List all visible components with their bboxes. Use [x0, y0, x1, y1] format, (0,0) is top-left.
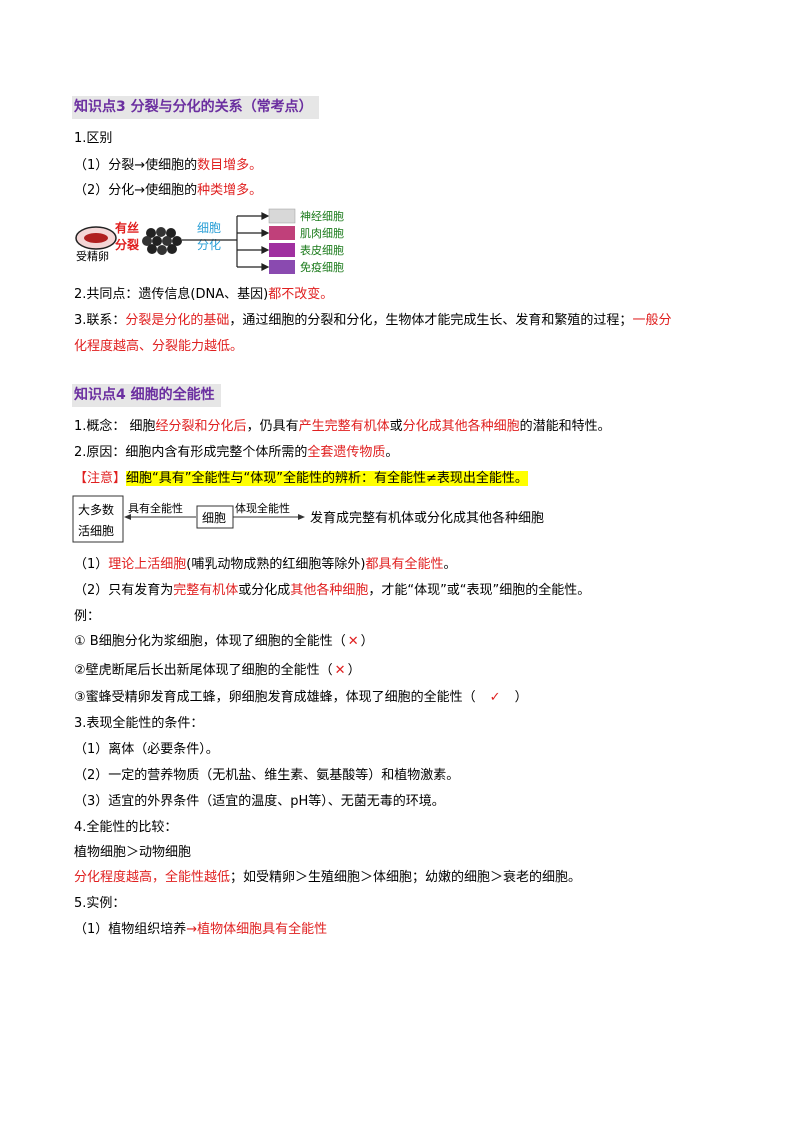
- differentiation-label-1: 细胞: [197, 221, 221, 235]
- text: 1.概念： 细胞: [74, 419, 156, 434]
- condition-1: （1）离体（必要条件）。: [74, 742, 219, 757]
- text: 。: [443, 557, 457, 572]
- diff-line-1: （1）分裂→使细胞的数目增多。: [74, 158, 262, 174]
- text: ）: [360, 634, 374, 649]
- text: 或: [389, 419, 403, 434]
- text: ②壁虎断尾后长出新尾体现了细胞的全能性（: [74, 663, 333, 678]
- text: （2）分化→使细胞的: [74, 183, 198, 198]
- text: （1）植物组织培养: [74, 922, 187, 937]
- cell-type-label: 免疫细胞: [300, 260, 344, 274]
- text: 2.共同点：遗传信息(DNA、基因): [74, 287, 269, 302]
- totipotency-flow-diagram: 大多数 活细胞 具有全能性 细胞 体现全能性 发育成完整有机体或分化成其他各种细…: [72, 495, 544, 543]
- mitosis-label-2: 分裂: [115, 237, 139, 252]
- text: （2）只有发育为: [74, 583, 174, 598]
- comparison-title: 4.全能性的比较：: [74, 820, 178, 835]
- condition-2: （2）一定的营养物质（无机盐、维生素、氨基酸等）和植物激素。: [74, 768, 460, 783]
- relation-line-1: 3.联系：分裂是分化的基础，通过细胞的分裂和分化，生物体才能完成生长、发育和繁殖…: [74, 313, 671, 329]
- cells-box-line2: 活细胞: [78, 524, 114, 538]
- instance-title: 5.实例：: [74, 896, 126, 911]
- text: ③蜜蜂受精卵发育成工蜂，卵细胞发育成雄蜂，体现了细胞的全能性（: [74, 690, 476, 705]
- muscle-image-icon: [269, 226, 295, 240]
- note-tag: 【注意】: [74, 471, 127, 486]
- arrow-right-head: [298, 514, 305, 520]
- red-text: 产生完整有机体: [298, 419, 390, 434]
- note-text: 细胞“具有”全能性与“体现”全能性的辨析：有全能性≠表现出全能性。: [126, 471, 528, 486]
- text: ，才能“体现”或“表现”细胞的全能性。: [368, 583, 591, 598]
- cross-mark-icon: ✕: [347, 634, 359, 649]
- text: ，通过细胞的分裂和分化，生物体才能完成生长、发育和繁殖的过程；: [229, 313, 633, 328]
- cells-box: [72, 495, 124, 543]
- text: ）: [514, 690, 528, 705]
- has-totipotency-label: 具有全能性: [128, 501, 183, 515]
- example-3: ③蜜蜂受精卵发育成工蜂，卵细胞发育成雄蜂，体现了细胞的全能性（ ✓ ）: [74, 690, 528, 706]
- red-text: 经分裂和分化后: [155, 419, 247, 434]
- example-title: 例：: [74, 609, 101, 624]
- egg-label: 受精卵: [76, 250, 109, 263]
- condition-3: （3）适宜的外界条件（适宜的温度、pH等）、无菌无毒的环境。: [74, 794, 445, 809]
- note-line: 【注意】细胞“具有”全能性与“体现”全能性的辨析：有全能性≠表现出全能性。: [74, 471, 528, 487]
- epidermis-image-icon: [269, 243, 295, 257]
- condition-title: 3.表现全能性的条件：: [74, 716, 204, 731]
- cell-box-label: 细胞: [202, 511, 226, 525]
- red-text: 分化成其他各种细胞: [402, 419, 520, 434]
- red-text: 完整有机体: [173, 583, 239, 598]
- red-text: 数目增多。: [197, 158, 263, 173]
- cell-type-label: 表皮细胞: [300, 243, 344, 257]
- text: 3.联系：: [74, 313, 126, 328]
- red-text: 理论上活细胞: [108, 557, 187, 572]
- section-4-heading: 知识点4 细胞的全能性: [72, 384, 221, 407]
- cells-box-line1: 大多数: [78, 502, 114, 517]
- point-2: （2）只有发育为完整有机体或分化成其他各种细胞，才能“体现”或“表现”细胞的全能…: [74, 583, 590, 599]
- neuron-image-icon: [268, 208, 296, 224]
- cell-type-label: 肌肉细胞: [300, 227, 344, 240]
- text: （1）分裂→使细胞的: [74, 158, 198, 173]
- mitosis-label-1: 有丝: [115, 220, 139, 235]
- text: 或分化成: [238, 583, 291, 598]
- branch-arrows: [237, 212, 270, 271]
- diff-line-2: （2）分化→使细胞的种类增多。: [74, 183, 262, 199]
- text: （1）: [74, 557, 109, 572]
- differentiation-label-2: 分化: [197, 238, 221, 252]
- text: 。: [385, 445, 399, 460]
- example-1: ① B细胞分化为浆细胞，体现了细胞的全能性（✕）: [74, 634, 374, 650]
- red-text: 都具有全能性: [365, 557, 444, 572]
- text: ）: [347, 663, 361, 678]
- comparison-line: 植物细胞＞动物细胞: [74, 845, 192, 860]
- cell-cluster-icon: [142, 227, 182, 255]
- diff-title: 1.区别: [74, 131, 113, 146]
- instance-1: （1）植物组织培养→植物体细胞具有全能性: [74, 922, 327, 938]
- text: (哺乳动物成熟的红细胞等除外): [186, 557, 366, 572]
- text: ① B细胞分化为浆细胞，体现了细胞的全能性（: [74, 634, 346, 649]
- red-text: 全套遗传物质: [307, 445, 386, 460]
- concept-line: 1.概念： 细胞经分裂和分化后，仍具有产生完整有机体或分化成其他各种细胞的潜能和…: [74, 419, 611, 435]
- section-3-heading: 知识点3 分裂与分化的关系（常考点）: [72, 96, 319, 119]
- relation-line-2: 化程度越高、分裂能力越低。: [74, 339, 244, 354]
- red-text: →植物体细胞具有全能性: [186, 922, 328, 937]
- immune-image-icon: [269, 260, 295, 274]
- text: 的潜能和特性。: [519, 419, 611, 434]
- express-totipotency-label: 体现全能性: [235, 501, 290, 515]
- text: 2.原因：细胞内含有形成完整个体所需的: [74, 445, 308, 460]
- red-text: 种类增多。: [197, 183, 263, 198]
- text: ；如受精卵＞生殖细胞＞体细胞；幼嫩的细胞＞衰老的细胞。: [230, 870, 582, 885]
- differentiation-diagram: 受精卵 有丝 分裂 细胞 分化 神经细胞 肌肉细胞 表皮细胞 免疫细胞: [75, 208, 344, 274]
- red-text: 分裂是分化的基础: [125, 313, 230, 328]
- common-point: 2.共同点：遗传信息(DNA、基因)都不改变。: [74, 287, 333, 303]
- red-text: 一般分: [632, 313, 672, 328]
- point-1: （1）理论上活细胞(哺乳动物成熟的红细胞等除外)都具有全能性。: [74, 557, 456, 573]
- arrow-left-head: [124, 514, 131, 520]
- cross-mark-icon: ✕: [334, 663, 346, 678]
- red-text: 分化程度越高，全能性越低: [74, 870, 231, 885]
- text: ，仍具有: [246, 419, 299, 434]
- reason-line: 2.原因：细胞内含有形成完整个体所需的全套遗传物质。: [74, 445, 398, 461]
- cell-type-label: 神经细胞: [300, 209, 344, 223]
- red-text: 其他各种细胞: [290, 583, 369, 598]
- egg-nucleus-icon: [84, 233, 108, 243]
- flow-result-label: 发育成完整有机体或分化成其他各种细胞: [310, 510, 544, 526]
- check-mark-icon: ✓: [489, 690, 501, 705]
- example-2: ②壁虎断尾后长出新尾体现了细胞的全能性（✕）: [74, 663, 361, 679]
- comparison-detail: 分化程度越高，全能性越低；如受精卵＞生殖细胞＞体细胞；幼嫩的细胞＞衰老的细胞。: [74, 870, 581, 886]
- red-text: 都不改变。: [268, 287, 334, 302]
